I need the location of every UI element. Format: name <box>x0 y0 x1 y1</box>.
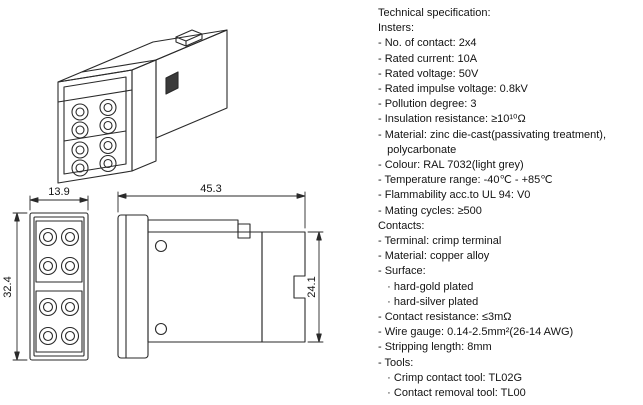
front-contacts <box>38 227 80 346</box>
iso-flange-edge <box>57 89 133 103</box>
dim-label-front-height: 32.4 <box>2 276 14 297</box>
technical-drawing: 13.9 32.4 45.3 24.1 <box>2 29 324 361</box>
iso-insert-outline <box>63 76 127 175</box>
spec-line: - Mating cycles: ≥500 <box>378 204 482 217</box>
front-group2-outline <box>35 290 83 353</box>
spec-line: - Rated voltage: 50V <box>378 67 479 80</box>
spec-line: - Surface: <box>378 265 426 278</box>
front-inner-outline <box>33 216 85 357</box>
iso-front-face <box>57 69 133 184</box>
spec-line: - Wire gauge: 0.14-2.5mm²(26-14 AWG) <box>378 326 574 339</box>
dim-front-height <box>12 212 28 361</box>
spec-line: - Stripping length: 8mm <box>378 341 492 354</box>
side-mating-end <box>261 231 306 343</box>
technical-specification: Technical specification: Insters: - No. … <box>378 6 641 401</box>
iso-body-side-face <box>155 29 228 139</box>
spec-line: - Rated current: 10A <box>378 52 478 65</box>
iso-group-divider <box>63 130 127 142</box>
side-latch-arm <box>147 219 239 233</box>
spec-line: - Flammability acc.to UL 94: V0 <box>378 189 531 202</box>
iso-flange-side-face <box>131 59 157 172</box>
spec-line: · hard-gold plated <box>378 280 474 293</box>
side-view <box>117 214 306 359</box>
spec-line: - Colour: RAL 7032(light grey) <box>378 159 524 172</box>
side-latch-hook <box>237 223 251 239</box>
dim-label-side-length: 45.3 <box>200 183 221 195</box>
spec-line: · Contact removal tool: TL00 <box>378 387 526 400</box>
spec-line: · hard-silver plated <box>378 295 479 308</box>
spec-section-insters: Insters: <box>378 22 415 35</box>
spec-title: Technical specification: <box>378 7 491 19</box>
spec-line: - Temperature range: -40℃ - +85℃ <box>378 174 553 187</box>
side-screw-top <box>154 239 168 253</box>
spec-line: - Terminal: crimp terminal <box>378 235 502 248</box>
front-view <box>29 212 89 361</box>
side-flange <box>117 214 149 359</box>
dim-side-length <box>117 191 306 229</box>
iso-contacts <box>71 98 117 177</box>
spec-line: - No. of contact: 2x4 <box>378 37 477 50</box>
front-outer-outline <box>29 212 89 361</box>
spec-line: - Pollution degree: 3 <box>378 98 477 111</box>
spec-line: - Tools: <box>378 356 414 369</box>
dim-label-side-height: 24.1 <box>306 276 318 297</box>
spec-section-contacts: Contacts: <box>378 219 425 232</box>
spec-line: - Contact resistance: ≤3mΩ <box>378 311 512 324</box>
dim-label-front-width: 13.9 <box>48 186 69 198</box>
spec-line: - Material: zinc die-cast(passivating tr… <box>378 128 607 141</box>
dim-side-height <box>307 231 324 343</box>
side-screw-bottom <box>154 322 168 336</box>
spec-line: · Crimp contact tool: TL02G <box>378 371 523 384</box>
iso-flange-seam <box>81 59 157 73</box>
dim-front-width <box>29 195 89 211</box>
spec-line: - Material: copper alloy <box>378 250 490 263</box>
spec-line: - Insulation resistance: ≥10¹⁰Ω <box>378 113 526 126</box>
spec-line: polycarbonate <box>378 143 457 156</box>
front-group1-outline <box>35 220 83 283</box>
iso-latch-slot <box>165 71 179 95</box>
isometric-view <box>57 29 228 184</box>
iso-coding-tab <box>175 29 203 47</box>
spec-line: - Rated impulse voltage: 0.8kV <box>378 83 528 96</box>
